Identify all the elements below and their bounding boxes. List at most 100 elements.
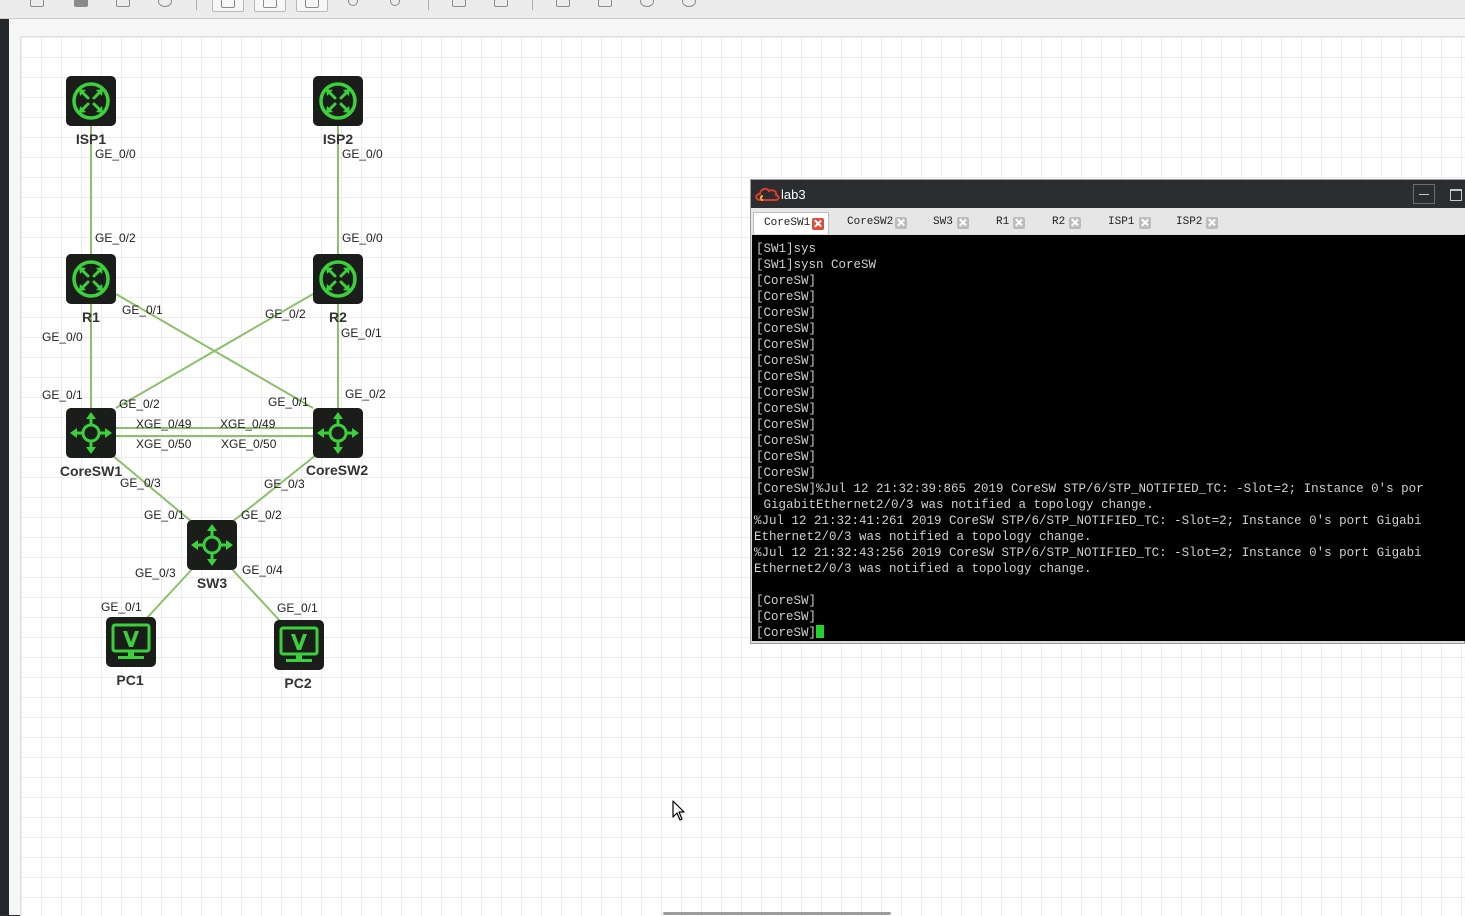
terminal-line: [CoreSW] — [756, 354, 817, 368]
tab-coresw1[interactable]: CoreSW1 — [753, 212, 829, 234]
close-icon[interactable] — [1206, 217, 1218, 229]
node-label: R1 — [82, 309, 100, 325]
terminal-line: [CoreSW] — [756, 594, 817, 608]
router-icon — [66, 76, 116, 126]
close-icon[interactable] — [1139, 217, 1151, 229]
stop-all-icon[interactable] — [490, 0, 512, 12]
port-label: GE_0/1 — [268, 395, 309, 409]
layout-icon[interactable] — [296, 0, 328, 12]
tab-label: ISP1 — [1108, 216, 1135, 228]
node-label: PC2 — [284, 675, 311, 691]
port-label: GE_0/2 — [241, 508, 282, 522]
node-pc2[interactable]: PC2 — [274, 620, 324, 691]
node-label: ISP2 — [323, 131, 354, 147]
node-coresw2[interactable]: CoreSW2 — [306, 408, 368, 478]
terminal-line: [CoreSW] — [756, 274, 817, 288]
pointer-tool-icon[interactable] — [154, 0, 176, 12]
minimize-button[interactable] — [1413, 184, 1435, 204]
port-label: GE_0/0 — [342, 231, 383, 245]
node-isp1[interactable]: ISP1 — [66, 76, 116, 147]
router-icon — [313, 76, 363, 126]
node-label: R2 — [329, 309, 347, 325]
node-r1[interactable]: R1 — [66, 254, 116, 325]
terminal-output[interactable]: [SW1]sys [SW1]sysn CoreSW [CoreSW] [Core… — [752, 235, 1465, 641]
save-icon[interactable] — [70, 0, 92, 12]
capture-icon[interactable] — [678, 0, 700, 12]
grid-view-icon[interactable] — [254, 0, 286, 12]
terminal-line: [CoreSW] — [756, 322, 817, 336]
tab-r2[interactable]: R2 — [1042, 212, 1086, 234]
add-shape-icon[interactable] — [636, 0, 658, 12]
link-r2-coresw1 — [115, 293, 314, 409]
node-isp2[interactable]: ISP2 — [313, 76, 363, 147]
tab-sw3[interactable]: SW3 — [923, 212, 973, 234]
pc-icon — [106, 617, 156, 667]
tab-isp1[interactable]: ISP1 — [1098, 212, 1158, 234]
port-label: GE_0/1 — [122, 303, 163, 317]
terminal-line: [CoreSW] — [756, 610, 817, 624]
node-label: PC1 — [116, 672, 143, 688]
port-label: GE_0/1 — [101, 600, 142, 614]
add-link-icon[interactable] — [552, 0, 574, 12]
terminal-line: [CoreSW] — [756, 434, 817, 448]
add-device-icon[interactable] — [26, 0, 48, 12]
terminal-line: [CoreSW] — [756, 370, 817, 384]
node-label: CoreSW2 — [306, 462, 368, 478]
link-sw3-pc2 — [228, 565, 283, 624]
zoom-out-icon[interactable] — [386, 0, 408, 12]
terminal-line: [CoreSW] — [756, 386, 817, 400]
terminal-line: %Jul 12 21:32:43:256 2019 CoreSW STP/6/S… — [754, 546, 1422, 560]
terminal-line: [CoreSW] — [756, 450, 817, 464]
tab-coresw2[interactable]: CoreSW2 — [837, 212, 913, 234]
toolbar-separator — [428, 0, 429, 10]
title-bar[interactable]: lab3 — [751, 180, 1465, 208]
port-label: XGE_0/49 — [220, 417, 276, 431]
port-label: GE_0/2 — [119, 397, 160, 411]
tab-label: SW3 — [933, 216, 953, 228]
node-r2[interactable]: R2 — [313, 254, 363, 325]
port-label: GE_0/3 — [264, 477, 305, 491]
port-label: GE_0/3 — [120, 476, 161, 490]
close-icon[interactable] — [1069, 217, 1081, 229]
port-label: GE_0/4 — [242, 563, 283, 577]
tab-isp2[interactable]: ISP2 — [1166, 212, 1226, 234]
left-panel-edge — [0, 19, 9, 915]
zoom-in-icon[interactable] — [344, 0, 366, 12]
port-label: GE_0/0 — [42, 330, 83, 344]
terminal-line: [SW1]sysn CoreSW — [756, 258, 877, 272]
maximize-button[interactable] — [1446, 184, 1465, 204]
terminal-line: %Jul 12 21:32:41:261 2019 CoreSW STP/6/S… — [754, 514, 1422, 528]
node-label: ISP1 — [76, 131, 107, 147]
port-label: GE_0/1 — [42, 388, 83, 402]
node-sw3[interactable]: SW3 — [187, 520, 237, 591]
save-as-icon[interactable] — [112, 0, 134, 12]
node-pc1[interactable]: PC1 — [106, 617, 156, 688]
terminal-line: [CoreSW]%Jul 12 21:32:39:865 2019 CoreSW… — [756, 482, 1424, 496]
session-tabs: CoreSW1 CoreSW2 SW3 R1 R2 ISP1 ISP2 — [751, 208, 1465, 234]
terminal-line: [CoreSW] — [756, 466, 817, 480]
view-mode-icon[interactable] — [212, 0, 244, 12]
terminal-prompt-line[interactable]: [CoreSW] — [756, 625, 825, 641]
close-icon[interactable] — [812, 218, 824, 230]
router-icon — [66, 254, 116, 304]
port-label: GE_0/2 — [95, 231, 136, 245]
text-cursor — [816, 625, 825, 638]
close-icon[interactable] — [895, 217, 907, 229]
horizontal-scrollbar[interactable] — [663, 912, 891, 915]
close-icon[interactable] — [957, 217, 969, 229]
port-label: XGE_0/49 — [136, 417, 192, 431]
tab-r1[interactable]: R1 — [986, 212, 1030, 234]
close-icon[interactable] — [1013, 217, 1025, 229]
start-all-icon[interactable] — [448, 0, 470, 12]
window-title: lab3 — [781, 187, 806, 202]
terminal-prompt: [CoreSW] — [756, 626, 817, 640]
terminal-line: GigabitEthernet2/0/3 was notified a topo… — [756, 498, 1154, 512]
node-label: SW3 — [197, 575, 228, 591]
terminal-window[interactable]: lab3 CoreSW1 CoreSW2 SW3 R1 R2 ISP1 — [750, 179, 1465, 644]
terminal-line: [CoreSW] — [756, 290, 817, 304]
tab-label: R1 — [996, 216, 1010, 228]
port-label: GE_0/1 — [277, 601, 318, 615]
node-coresw1[interactable]: CoreSW1 — [60, 408, 122, 479]
add-note-icon[interactable] — [594, 0, 616, 12]
pc-icon — [274, 620, 324, 670]
